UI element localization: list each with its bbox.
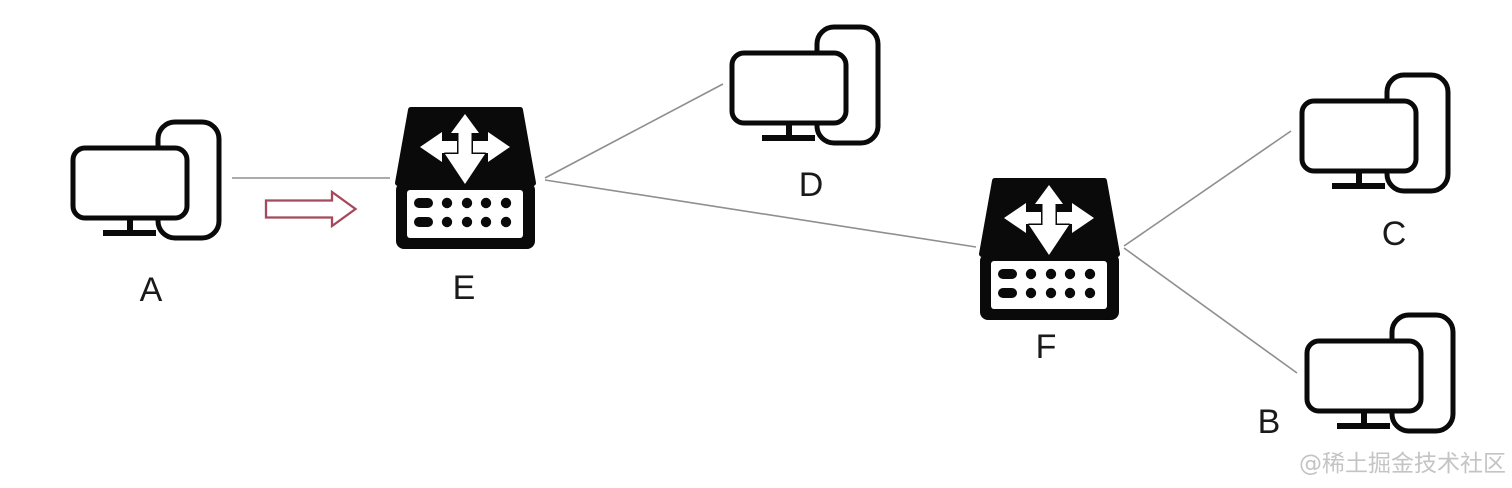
link-f-c [1123,130,1292,247]
label-host-d: D [799,166,824,204]
label-switch-f: F [1036,328,1057,366]
link-e-f [544,179,977,248]
switch-e-icon [396,110,535,249]
label-switch-e: E [453,269,476,307]
link-f-b [1123,247,1298,374]
host-b-computer-icon [1307,315,1453,431]
host-d-computer-icon [732,27,878,143]
watermark: @稀土掘金技术社区 [1299,451,1506,477]
link-e-d [544,83,724,179]
host-a-computer-icon [73,122,219,238]
flow-arrow-a-to-e-icon [264,189,358,229]
label-host-b: B [1258,403,1281,441]
label-host-c: C [1382,215,1407,253]
link-lines [232,83,1298,374]
label-host-a: A [140,271,163,309]
switch-f-icon [980,181,1119,320]
host-c-computer-icon [1302,75,1448,191]
